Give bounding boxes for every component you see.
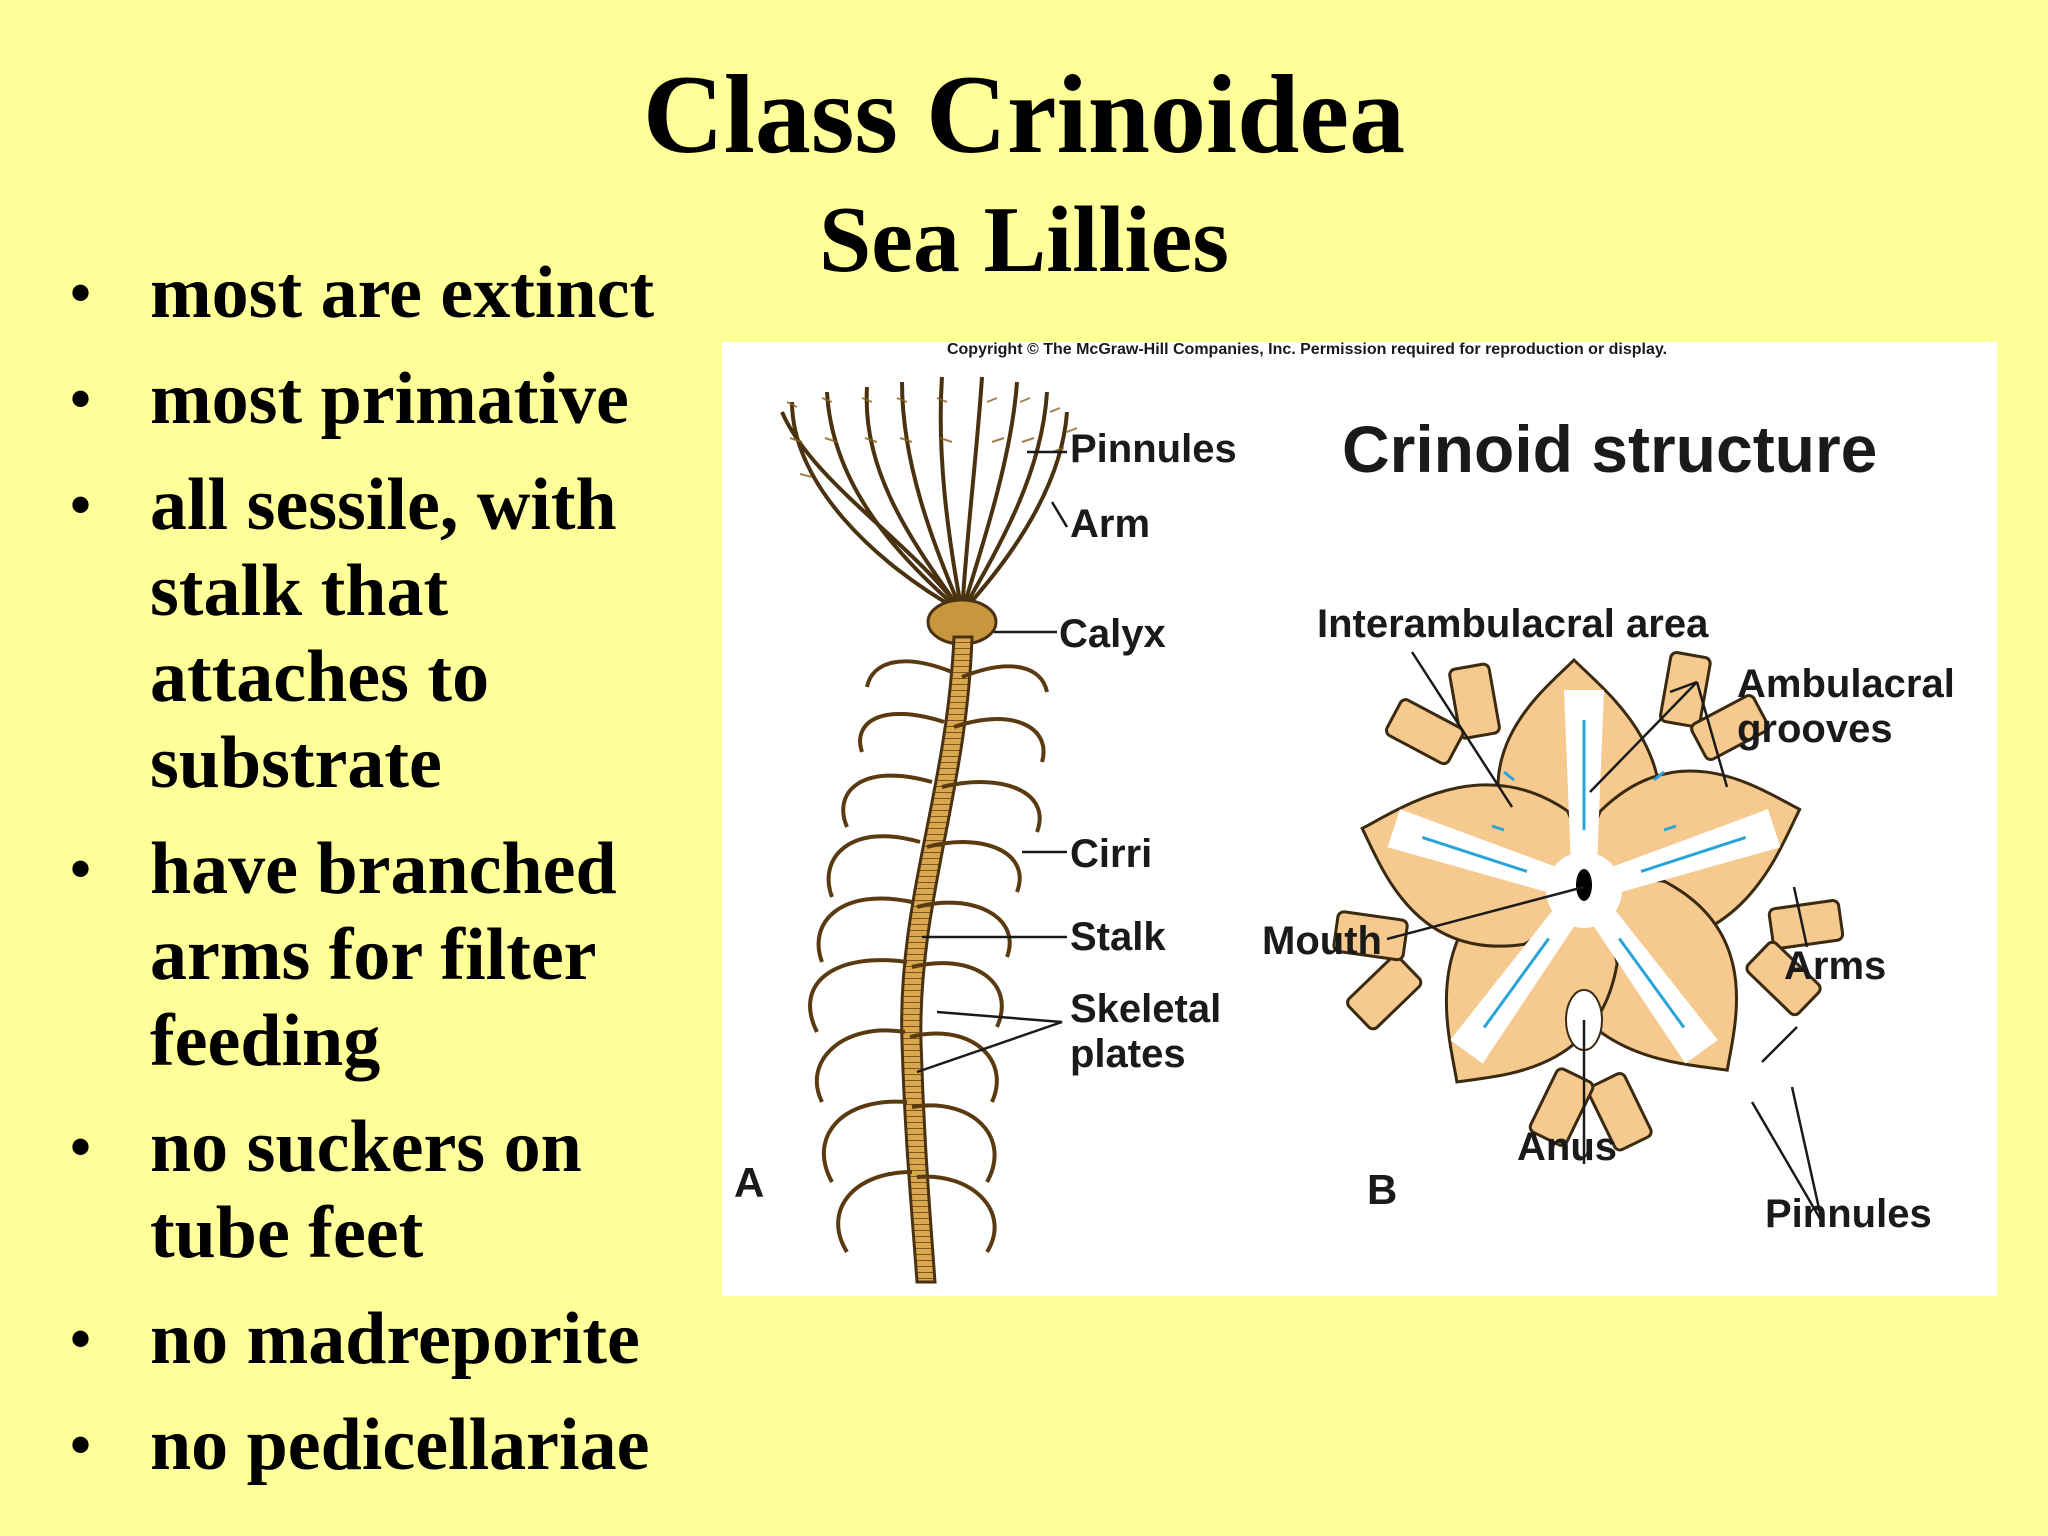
stalk-shape <box>900 635 974 1284</box>
mouth-shape <box>1576 869 1592 901</box>
label-skeletal-2: plates <box>1070 1032 1186 1076</box>
label-anus: Anus <box>1517 1125 1617 1169</box>
bullet-item: •no pedicellariae <box>70 1404 650 1486</box>
slide-subtitle: Sea Lillies <box>819 188 1229 292</box>
bullet-icon: • <box>70 472 92 538</box>
label-stalk: Stalk <box>1070 915 1166 959</box>
panel-letter-b: B <box>1367 1166 1397 1213</box>
bullet-list: •most are extinct •most primative •all s… <box>70 250 720 1508</box>
label-ambulacral-2: grooves <box>1737 707 1893 751</box>
bullet-icon: • <box>70 260 92 326</box>
bullet-item: •no suckers on tube feet <box>70 1106 582 1274</box>
bullet-icon: • <box>70 1114 92 1180</box>
label-interambulacral: Interambulacral area <box>1317 602 1709 646</box>
bullet-icon: • <box>70 1306 92 1372</box>
bullet-item: •most primative <box>70 358 629 440</box>
label-cirri: Cirri <box>1070 832 1152 876</box>
bullet-icon: • <box>70 366 92 432</box>
arms-crown <box>780 376 1069 614</box>
crinoid-illustration <box>780 376 1078 1284</box>
panel-letter-a: A <box>734 1159 764 1206</box>
slide-title: Class Crinoidea <box>642 53 1406 177</box>
label-mouth: Mouth <box>1262 919 1382 963</box>
oral-view-diagram <box>1332 651 1845 1152</box>
label-arm: Arm <box>1070 502 1150 546</box>
crinoid-figure: Copyright © The McGraw-Hill Companies, I… <box>722 342 1997 1296</box>
label-pinnules-a: Pinnules <box>1070 427 1237 471</box>
label-skeletal-1: Skeletal <box>1070 987 1221 1031</box>
label-calyx: Calyx <box>1059 612 1166 656</box>
cirri-group <box>808 659 1049 1254</box>
crinoid-diagram: Copyright © The McGraw-Hill Companies, I… <box>734 342 1955 1284</box>
bullet-icon: • <box>70 1412 92 1478</box>
figure-heading: Crinoid structure <box>1342 412 1877 486</box>
bullet-icon: • <box>70 836 92 902</box>
bullet-item: •no madreporite <box>70 1298 640 1380</box>
copyright-text: Copyright © The McGraw-Hill Companies, I… <box>947 342 1667 358</box>
bullet-item: •have branched arms for filter feeding <box>70 828 617 1082</box>
bullet-item: •most are extinct <box>70 252 655 334</box>
label-ambulacral-1: Ambulacral <box>1737 662 1955 706</box>
label-pinnules-b: Pinnules <box>1765 1192 1932 1236</box>
bullet-item: •all sessile, with stalk that attaches t… <box>70 464 617 804</box>
label-arms: Arms <box>1784 944 1886 988</box>
